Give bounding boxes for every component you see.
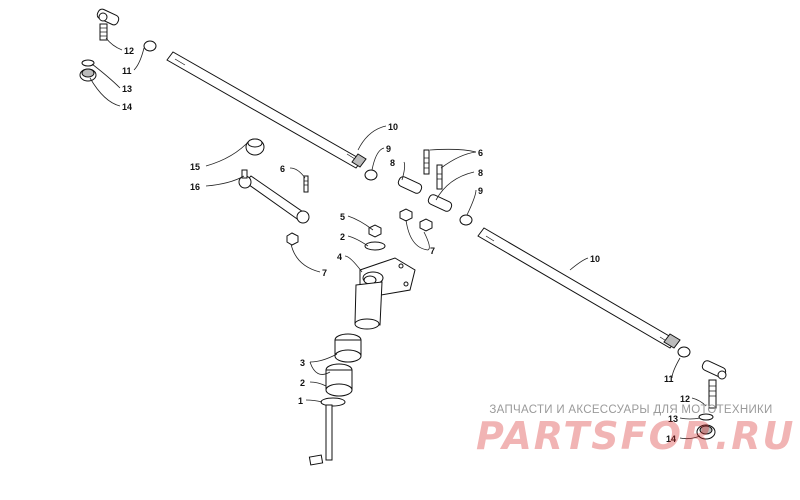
callout-9-right: 9 — [478, 186, 483, 196]
callout-10-upper: 10 — [388, 122, 398, 132]
drag-link — [238, 138, 310, 246]
callout-labels: 12 11 13 14 10 9 8 6 8 9 15 16 6 5 2 4 7… — [122, 46, 690, 444]
callout-15: 15 — [190, 162, 200, 172]
callout-7-left: 7 — [322, 268, 327, 278]
callout-9-left: 9 — [386, 144, 391, 154]
callout-4: 4 — [337, 252, 342, 262]
callout-16: 16 — [190, 182, 200, 192]
callout-2-upper: 2 — [340, 232, 345, 242]
tie-rod-end-lower-right — [677, 346, 727, 440]
tie-rod-end-upper-left — [79, 8, 157, 82]
callout-11-lower: 11 — [664, 374, 674, 384]
tie-rod-lower — [477, 227, 681, 349]
callout-2-lower: 2 — [300, 378, 305, 388]
tie-rod-upper — [166, 51, 367, 169]
callout-12-upper: 12 — [124, 46, 134, 56]
callout-6-left: 6 — [280, 164, 285, 174]
callout-7-right: 7 — [430, 246, 435, 256]
callout-8-right: 8 — [478, 168, 483, 178]
callout-14-upper: 14 — [122, 102, 132, 112]
callout-14-lower: 14 — [666, 434, 676, 444]
leader-lines — [89, 37, 707, 440]
callout-1: 1 — [298, 396, 303, 406]
callout-13-lower: 13 — [668, 414, 678, 424]
callout-3: 3 — [300, 358, 305, 368]
callout-11-upper: 11 — [122, 66, 132, 76]
callout-8-left: 8 — [390, 158, 395, 168]
callout-6-right: 6 — [478, 148, 483, 158]
steering-arm — [354, 224, 416, 330]
callout-13-upper: 13 — [122, 84, 132, 94]
bushing-stack — [308, 333, 362, 466]
center-rod-ends — [364, 149, 473, 232]
callout-5: 5 — [340, 212, 345, 222]
callout-12-lower: 12 — [680, 394, 690, 404]
callout-10-lower: 10 — [590, 254, 600, 264]
